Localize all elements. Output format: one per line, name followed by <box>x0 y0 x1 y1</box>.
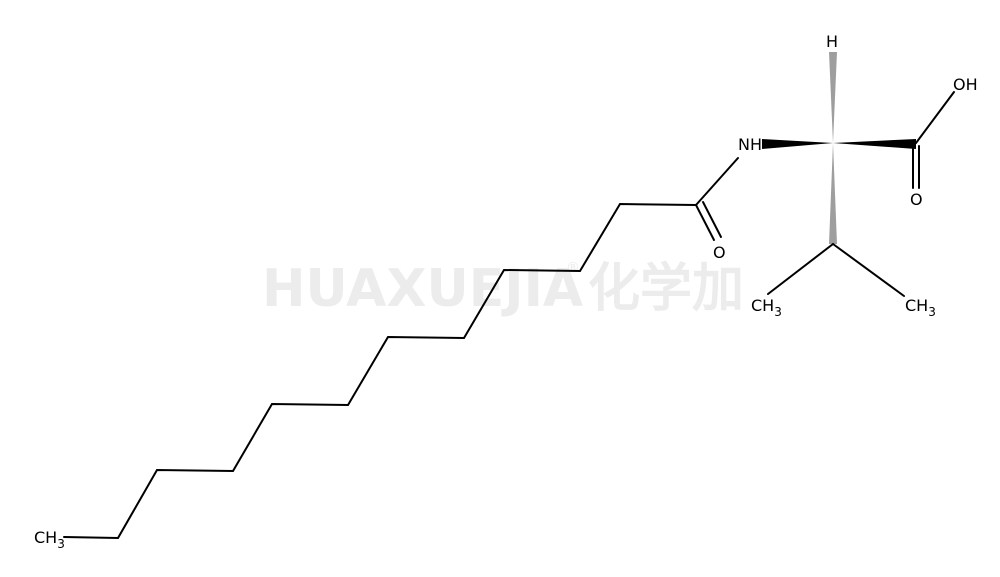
atom-ch3-right-main: CH <box>905 296 928 315</box>
atom-ch3-left-main: CH <box>751 296 774 315</box>
alkyl-chain-bonds <box>63 202 697 540</box>
wedge-bond-to-nh <box>762 139 833 149</box>
wedge-bond-to-carboxyl <box>833 139 916 149</box>
atom-ch3-chain-label: CH3 <box>34 528 65 551</box>
hashed-bond-to-isopropyl <box>829 143 837 244</box>
amide-cn-bond <box>695 157 739 206</box>
amide-carbonyl-bond-b <box>702 201 722 238</box>
watermark-text: HUAXUEJIA <box>262 259 583 319</box>
watermark: HUAXUEJIA ® 化学加 <box>262 259 744 319</box>
atom-amide-o-label: O <box>713 243 726 262</box>
hashed-bond-to-h <box>829 52 837 143</box>
atom-ch3-chain-sub: 3 <box>57 537 65 551</box>
amide-carbonyl-bond-a <box>695 204 715 241</box>
watermark-cn-text: 化学加 <box>588 259 744 319</box>
atom-h-label: H <box>826 32 838 51</box>
atom-ch3-right-label: CH3 <box>905 296 936 319</box>
watermark-registered: ® <box>566 260 580 276</box>
atom-ch3-right-sub: 3 <box>928 305 936 319</box>
atom-ch3-chain-main: CH <box>34 528 57 547</box>
atom-acid-o-label: O <box>910 190 923 209</box>
atom-oh-label: OH <box>953 75 978 94</box>
isopropyl-right-bond <box>832 243 905 297</box>
acid-c-oh-bond <box>915 91 955 144</box>
atom-nh-label: NH <box>738 135 762 154</box>
atom-ch3-left-label: CH3 <box>751 296 782 319</box>
isopropyl-left-bond <box>767 243 834 295</box>
atom-ch3-left-sub: 3 <box>774 305 782 319</box>
